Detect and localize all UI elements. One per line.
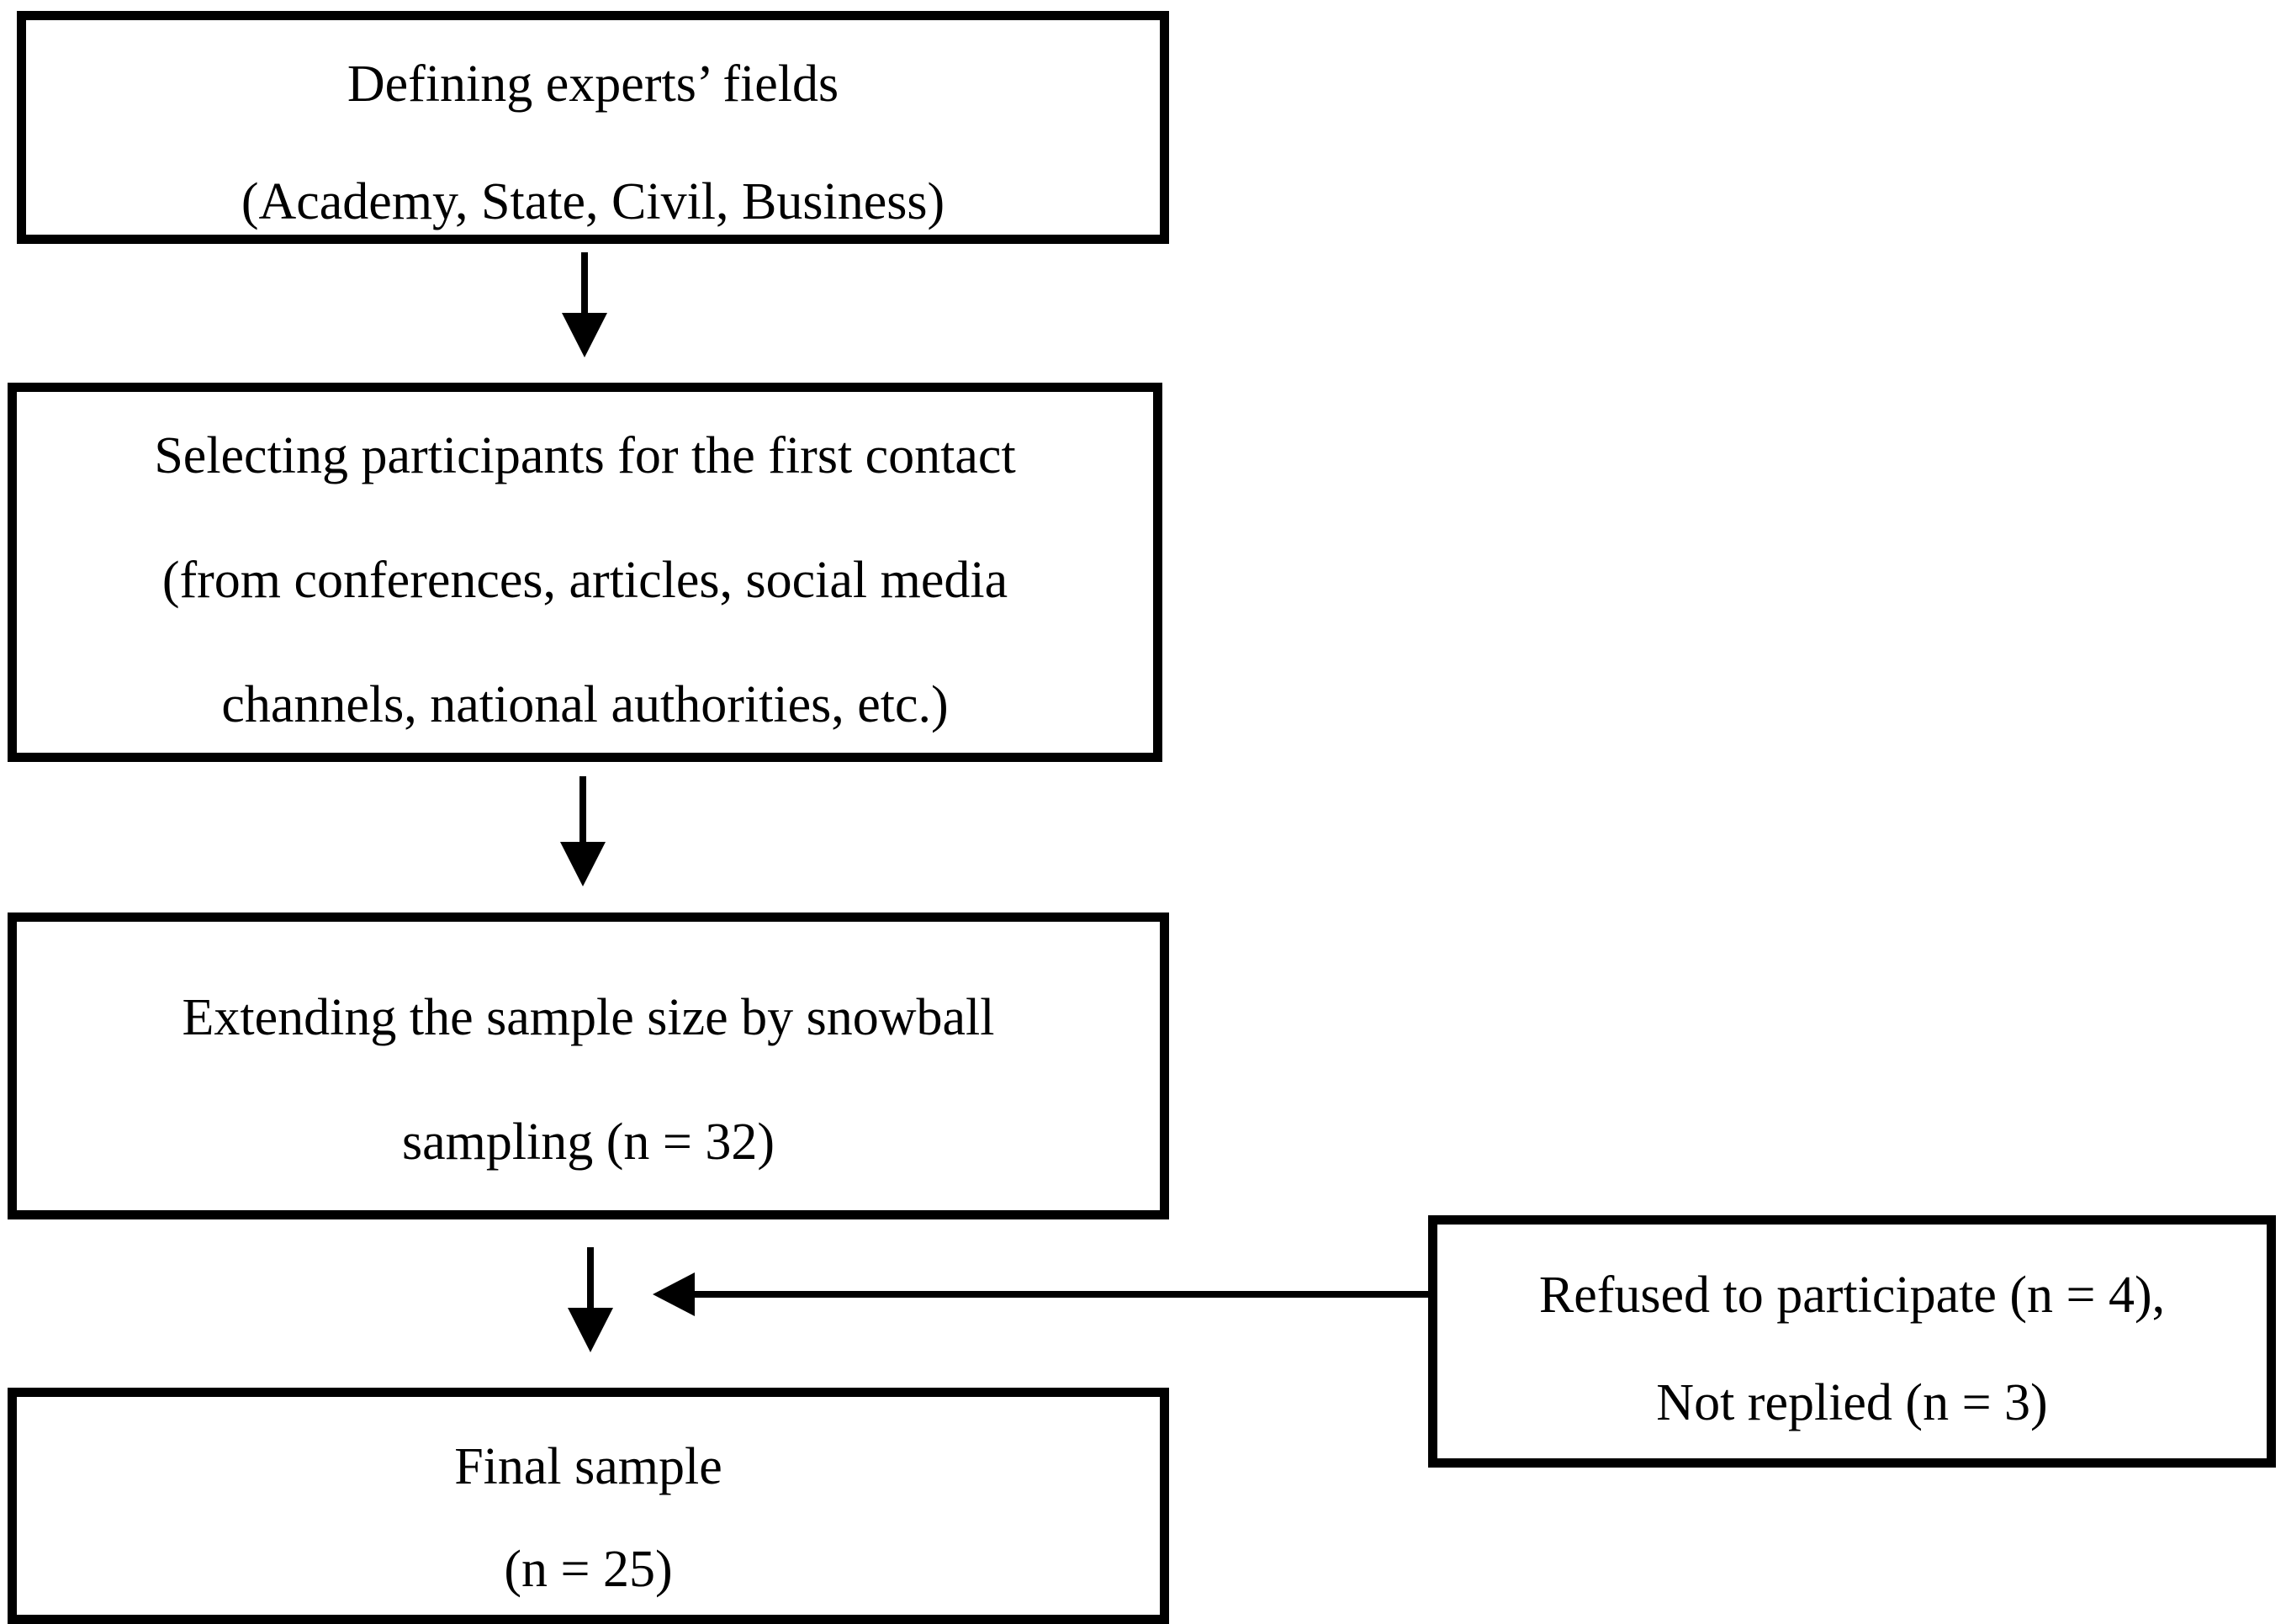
box-text-line: Refused to participate (n = 4), (1538, 1267, 2166, 1324)
box-text-line: (from conferences, articles, social medi… (161, 552, 1008, 609)
flow-box-refusals: Refused to participate (n = 4), Not repl… (1428, 1215, 2276, 1468)
left-arrow-shaft (691, 1291, 1428, 1298)
box-text-line: Extending the sample size by snowball (182, 989, 995, 1046)
box-text-line: Not replied (n = 3) (1656, 1374, 2048, 1431)
down-arrow-2-shaft (579, 776, 586, 844)
box-text-line: Selecting participants for the first con… (154, 427, 1016, 484)
down-arrow-1-head-icon (562, 313, 607, 357)
flow-box-extending-sample: Extending the sample size by snowball sa… (8, 913, 1169, 1219)
left-arrow-head-icon (653, 1272, 695, 1316)
box-text-line: (Academy, State, Civil, Business) (241, 173, 945, 230)
box-text-line: Final sample (454, 1438, 722, 1495)
down-arrow-1-shaft (581, 252, 588, 315)
flow-box-defining-experts-fields: Defining experts’ fields (Academy, State… (17, 11, 1169, 244)
down-arrow-2-head-icon (560, 842, 606, 886)
down-arrow-3-shaft (587, 1247, 594, 1309)
flow-box-selecting-participants: Selecting participants for the first con… (8, 383, 1162, 762)
box-text-line: channels, national authorities, etc.) (221, 676, 949, 733)
box-text-line: (n = 25) (504, 1541, 673, 1598)
flow-box-final-sample: Final sample (n = 25) (8, 1388, 1169, 1624)
down-arrow-3-head-icon (568, 1308, 613, 1352)
box-text-line: Defining experts’ fields (347, 56, 839, 113)
box-text-line: sampling (n = 32) (401, 1114, 775, 1171)
